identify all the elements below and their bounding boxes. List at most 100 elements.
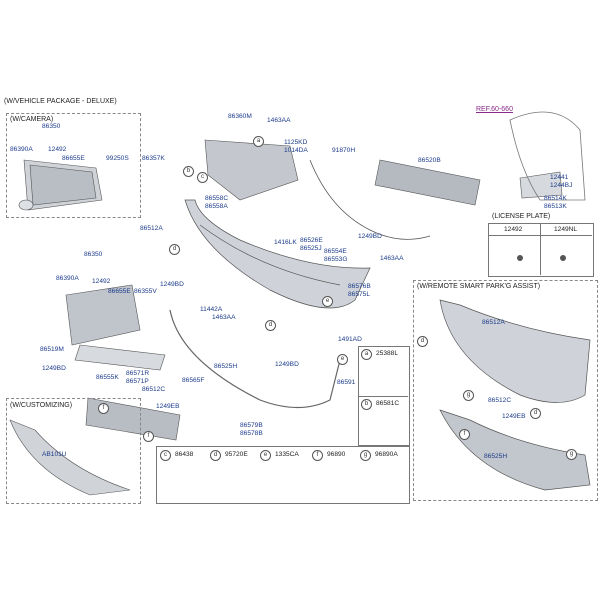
- label-86512a-remote[interactable]: 86512A: [482, 319, 505, 326]
- part-86438-code: 86438: [175, 451, 194, 458]
- label-86525h-remote[interactable]: 86525H: [484, 453, 508, 460]
- main-bumper-drawing: [184, 199, 371, 309]
- part-86581c: 86581C: [376, 400, 400, 407]
- license-plate-divider: [540, 223, 541, 275]
- label-86512a-main[interactable]: 86512A: [140, 225, 163, 232]
- callout-d-main[interactable]: d: [169, 244, 180, 255]
- callout-b-table: b: [361, 399, 372, 410]
- header-camera: (W/CAMERA): [10, 116, 54, 123]
- label-86591[interactable]: 86591: [337, 379, 356, 386]
- camera-grille-drawing: [18, 159, 103, 211]
- label-86512c-remote[interactable]: 86512C: [488, 397, 512, 404]
- callout-d-lower[interactable]: d: [265, 320, 276, 331]
- label-1125kd[interactable]: 1125KD: [284, 139, 308, 146]
- label-86520b[interactable]: 86520B: [418, 157, 441, 164]
- label-86575l[interactable]: 86575L: [348, 291, 371, 298]
- callout-e-main[interactable]: e: [337, 354, 348, 365]
- callout-e-lower[interactable]: e: [322, 296, 333, 307]
- label-86357k[interactable]: 86357K: [142, 155, 165, 162]
- label-1463aa-top[interactable]: 1463AA: [267, 117, 291, 124]
- license-col-1249nl: 1249NL: [554, 226, 578, 233]
- label-1416lk[interactable]: 1416LK: [274, 239, 297, 246]
- lower-grille-drawing: [65, 284, 181, 441]
- label-86390a-camera[interactable]: 86390A: [10, 146, 33, 153]
- part-96890-code: 96890: [327, 451, 346, 458]
- label-86360m[interactable]: 86360M: [228, 113, 252, 120]
- header-customizing: (W/CUSTOMIZING): [10, 402, 73, 409]
- part-25388l: 25388L: [376, 350, 399, 357]
- label-12492-lower[interactable]: 12492: [92, 278, 111, 285]
- callout-f-remote[interactable]: f: [459, 429, 470, 440]
- header-license-plate: (LICENSE PLATE): [492, 213, 551, 220]
- label-86555k[interactable]: 86555K: [96, 374, 119, 381]
- label-86519m[interactable]: 86519M: [40, 346, 64, 353]
- camera-box: [6, 113, 141, 218]
- label-86512c-main[interactable]: 86512C: [142, 386, 166, 393]
- lip-strip-drawing: [169, 309, 341, 409]
- callout-f-b[interactable]: f: [143, 431, 154, 442]
- label-1249bd-d[interactable]: 1249BD: [275, 361, 299, 368]
- callout-a[interactable]: a: [253, 136, 264, 147]
- label-86355v[interactable]: 86355V: [134, 288, 157, 295]
- callout-c[interactable]: c: [197, 172, 208, 183]
- label-86558a[interactable]: 86558A: [205, 203, 228, 210]
- parts-table-ab-rule: [358, 396, 408, 397]
- label-1463aa-c[interactable]: 1463AA: [212, 314, 236, 321]
- right-bumper-drawing: [439, 299, 591, 491]
- header-remote-park: (W/REMOTE SMART PARK'G ASSIST): [417, 283, 541, 290]
- label-86525h-main[interactable]: 86525H: [214, 363, 238, 370]
- label-1491ad[interactable]: 1491AD: [338, 336, 362, 343]
- label-86350-lower[interactable]: 86350: [84, 251, 103, 258]
- callout-d-remote[interactable]: d: [417, 336, 428, 347]
- label-86576b[interactable]: 86576B: [348, 283, 371, 290]
- label-86579b[interactable]: 86579B: [240, 422, 263, 429]
- label-86558c[interactable]: 86558C: [205, 195, 229, 202]
- callout-b[interactable]: b: [183, 166, 194, 177]
- callout-f-a[interactable]: f: [98, 403, 109, 414]
- license-plate-header-rule: [488, 235, 592, 236]
- label-86513k[interactable]: 86513K: [544, 203, 567, 210]
- label-86525j[interactable]: 86525J: [300, 245, 322, 252]
- customizing-box: [6, 398, 141, 504]
- label-11442a[interactable]: 11442A: [200, 306, 223, 313]
- label-1249bd-b[interactable]: 1249BD: [160, 281, 184, 288]
- callout-g-remote[interactable]: g: [463, 390, 474, 401]
- parts-table-bottom: [156, 446, 410, 504]
- label-86526e[interactable]: 86526E: [300, 237, 323, 244]
- label-86554e[interactable]: 86554E: [324, 248, 347, 255]
- label-1249eb-remote[interactable]: 1249EB: [502, 413, 526, 420]
- callout-a-table: a: [361, 349, 372, 360]
- label-86553g[interactable]: 86553G: [324, 256, 348, 263]
- label-86571r[interactable]: 86571R: [126, 370, 150, 377]
- label-1249eb-main[interactable]: 1249EB: [156, 403, 180, 410]
- label-1014da[interactable]: 1014DA: [284, 147, 308, 154]
- callout-g-remote2[interactable]: g: [566, 449, 577, 460]
- label-1249bd-c[interactable]: 1249BD: [42, 365, 66, 372]
- label-ab101u[interactable]: AB101U: [42, 451, 67, 458]
- callout-d-remote2[interactable]: d: [530, 408, 541, 419]
- label-1463aa-b[interactable]: 1463AA: [380, 255, 404, 262]
- reference-link[interactable]: REF.60-660: [476, 106, 513, 113]
- label-86514k[interactable]: 86514K: [544, 195, 567, 202]
- label-86571p[interactable]: 86571P: [126, 378, 149, 385]
- label-86655e-camera[interactable]: 86655E: [62, 155, 85, 162]
- label-12492-camera[interactable]: 12492: [48, 146, 67, 153]
- label-86350-camera[interactable]: 86350: [42, 123, 61, 130]
- label-86655e-lower[interactable]: 86655E: [108, 288, 131, 295]
- label-91870h[interactable]: 91870H: [332, 147, 356, 154]
- part-1335ca-code: 1335CA: [275, 451, 299, 458]
- label-1244bj[interactable]: 1244BJ: [550, 182, 573, 189]
- label-1249bd-a[interactable]: 1249BD: [358, 233, 382, 240]
- label-86390a-lower[interactable]: 86390A: [56, 275, 79, 282]
- label-12441[interactable]: 12441: [550, 174, 569, 181]
- label-99250s[interactable]: 99250S: [106, 155, 129, 162]
- label-86565f[interactable]: 86565F: [182, 377, 205, 384]
- part-95720e-code: 95720E: [225, 451, 248, 458]
- license-plate-table: [488, 223, 594, 277]
- label-86578b[interactable]: 86578B: [240, 430, 263, 437]
- license-col-12492: 12492: [504, 226, 523, 233]
